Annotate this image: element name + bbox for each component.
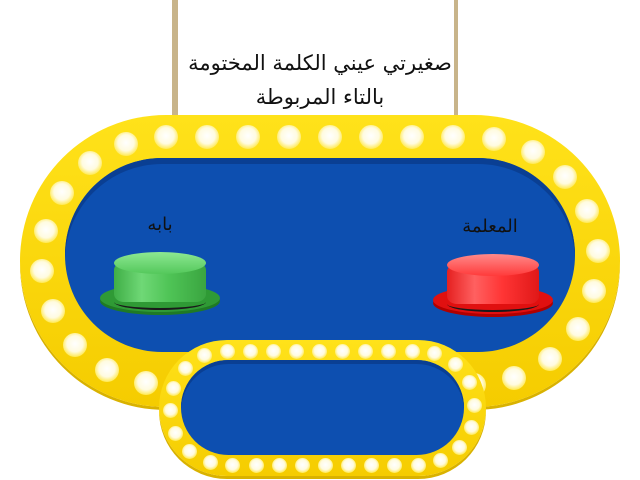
light-bulb-icon — [312, 343, 328, 359]
button-cap — [114, 252, 206, 274]
light-bulb-icon — [358, 343, 374, 359]
light-bulb-icon — [410, 457, 426, 473]
button-rim — [114, 294, 206, 310]
light-bulb-icon — [236, 125, 261, 149]
light-bulb-icon — [113, 131, 138, 156]
light-bulb-icon — [242, 343, 258, 359]
light-bulb-icon — [502, 366, 527, 391]
light-bulb-icon — [341, 457, 357, 473]
sign-post-right — [452, 0, 458, 118]
light-bulb-icon — [565, 316, 590, 341]
light-bulb-icon — [381, 343, 397, 359]
light-bulb-icon — [317, 457, 333, 473]
sign-post-left — [172, 0, 178, 118]
question-text: صغيرتي عيني الكلمة المختومة بالتاء المرب… — [160, 46, 480, 114]
light-bulb-icon — [133, 371, 158, 396]
question-line-1: صغيرتي عيني الكلمة المختومة — [188, 51, 452, 75]
light-bulb-icon — [62, 333, 87, 358]
light-bulb-icon — [432, 452, 448, 468]
light-bulb-icon — [294, 457, 310, 473]
light-bulb-icon — [538, 346, 563, 371]
light-bulb-icon — [427, 346, 443, 362]
light-bulb-icon — [197, 348, 212, 364]
light-bulb-icon — [364, 457, 380, 473]
light-bulb-icon — [575, 199, 600, 224]
light-bulb-icon — [182, 443, 198, 459]
option-label-red: المعلمة — [462, 216, 518, 237]
light-bulb-icon — [582, 279, 607, 304]
question-line-2: بالتاء المربوطة — [255, 85, 385, 109]
light-bulb-icon — [359, 125, 384, 149]
light-bulb-icon — [400, 125, 425, 149]
light-bulb-icon — [482, 126, 507, 151]
light-bulb-icon — [585, 238, 610, 263]
light-bulb-icon — [95, 358, 120, 383]
light-bulb-icon — [178, 361, 194, 377]
light-bulb-icon — [50, 181, 75, 206]
light-bulb-icon — [154, 125, 178, 149]
light-bulb-icon — [553, 164, 578, 189]
light-bulb-icon — [467, 397, 483, 413]
light-bulb-icon — [219, 343, 235, 359]
light-bulb-icon — [404, 343, 420, 359]
light-bulb-icon — [30, 259, 55, 284]
light-bulb-icon — [248, 457, 264, 473]
light-bulb-icon — [463, 420, 479, 436]
light-bulb-icon — [77, 151, 102, 176]
light-bulb-icon — [451, 439, 467, 455]
answer-marquee-frame — [159, 340, 486, 476]
answer-panel — [181, 360, 464, 455]
light-bulb-icon — [168, 425, 184, 441]
light-bulb-icon — [461, 375, 477, 391]
light-bulb-icon — [441, 125, 466, 149]
light-bulb-icon — [202, 454, 218, 470]
light-bulb-icon — [277, 125, 302, 149]
option-label-green: بابه — [147, 214, 173, 235]
red-answer-button[interactable] — [433, 252, 553, 322]
light-bulb-icon — [40, 298, 65, 323]
light-bulb-icon — [265, 343, 281, 359]
light-bulb-icon — [520, 139, 545, 164]
green-answer-button[interactable] — [100, 250, 220, 320]
light-bulb-icon — [195, 125, 220, 149]
button-cap — [447, 254, 539, 276]
light-bulb-icon — [318, 125, 343, 149]
light-bulb-icon — [447, 357, 463, 373]
light-bulb-icon — [225, 457, 241, 473]
light-bulb-icon — [387, 457, 403, 473]
light-bulb-icon — [288, 343, 304, 359]
light-bulb-icon — [166, 380, 182, 396]
light-bulb-icon — [33, 218, 58, 243]
question-sign — [178, 0, 454, 118]
light-bulb-icon — [335, 343, 351, 359]
light-bulb-icon — [271, 457, 287, 473]
light-bulb-icon — [162, 403, 178, 419]
button-rim — [447, 296, 539, 312]
